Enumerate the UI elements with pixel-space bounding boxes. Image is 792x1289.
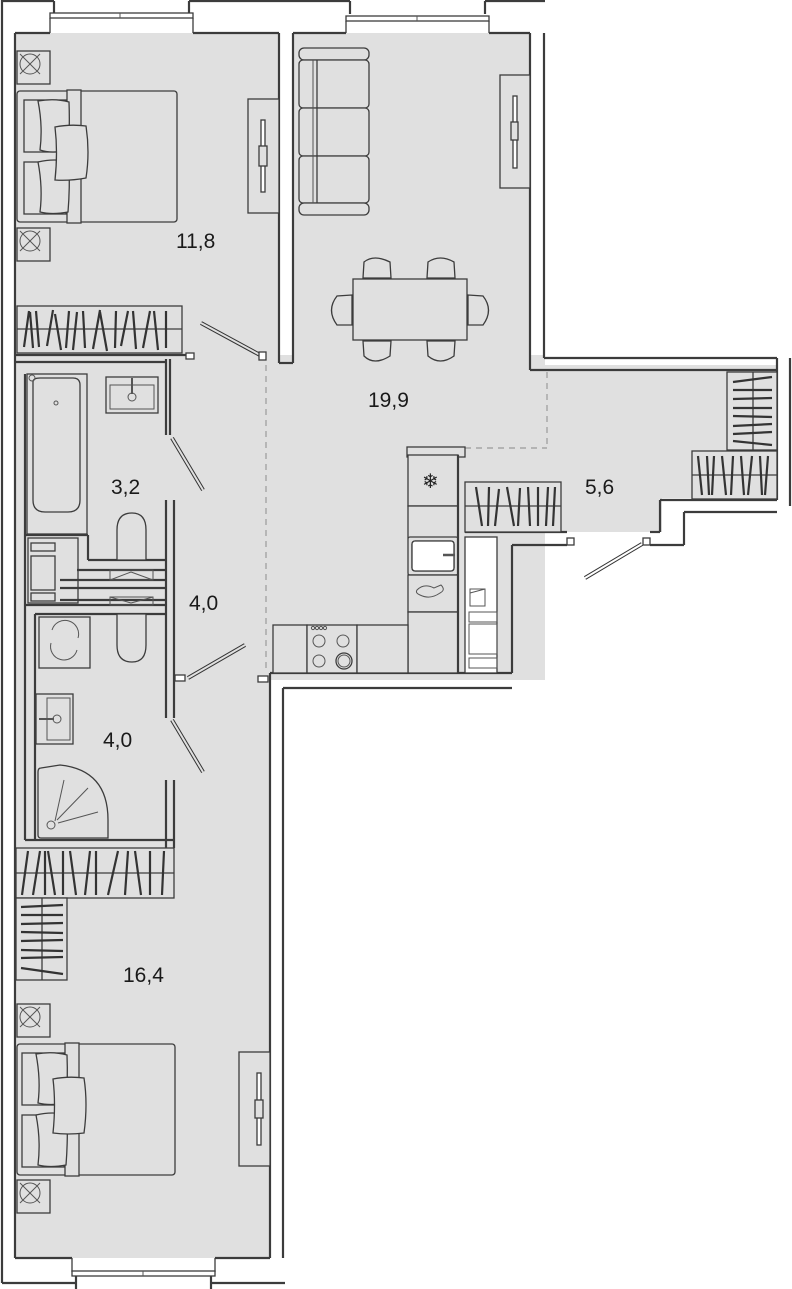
toilet-icon bbox=[109, 512, 154, 581]
living-furniture bbox=[298, 47, 531, 362]
chair-icon bbox=[330, 294, 353, 326]
toilet-icon bbox=[109, 596, 154, 663]
ventilation-icon bbox=[16, 1003, 51, 1038]
chair-icon bbox=[362, 340, 392, 362]
tv-cabinet-icon bbox=[499, 74, 531, 189]
bathroom-1-fixtures bbox=[26, 373, 159, 581]
window-living bbox=[345, 1, 490, 33]
double-bed-icon bbox=[16, 89, 178, 224]
bedroom-2-furniture bbox=[15, 847, 271, 1214]
window-bedroom-1 bbox=[49, 1, 194, 33]
washing-machine-icon bbox=[38, 616, 91, 669]
tv-cabinet-icon bbox=[247, 98, 280, 214]
room-area-hallway: 4,0 bbox=[189, 592, 219, 615]
wardrobe-icon bbox=[15, 897, 68, 981]
sofa-icon bbox=[298, 47, 370, 216]
cooktop-icon bbox=[310, 625, 353, 670]
chair-icon bbox=[426, 340, 456, 362]
room-area-loggia: 5,6 bbox=[585, 476, 615, 499]
chair-icon bbox=[426, 257, 456, 279]
room-area-bedroom-1: 11,8 bbox=[176, 230, 216, 253]
sink-icon bbox=[35, 693, 74, 745]
ventilation-icon bbox=[16, 50, 51, 85]
sink-icon bbox=[105, 376, 159, 414]
bathtub-icon bbox=[26, 373, 88, 535]
ventilation-icon bbox=[16, 227, 51, 262]
window-bedroom-2 bbox=[71, 1258, 216, 1289]
room-area-bathroom-1: 3,2 bbox=[111, 476, 141, 499]
shower-icon bbox=[37, 764, 109, 839]
chair-icon bbox=[362, 257, 392, 279]
fridge-icon: ❄ bbox=[422, 471, 439, 493]
wardrobe-icon bbox=[16, 305, 183, 354]
bedroom-1-furniture bbox=[16, 50, 280, 354]
room-area-bedroom-2: 16,4 bbox=[123, 964, 164, 987]
bathroom-2-fixtures bbox=[35, 596, 154, 839]
doors bbox=[170, 321, 644, 774]
dining-table-icon bbox=[330, 257, 490, 362]
room-area-bathroom-2: 4,0 bbox=[103, 729, 133, 752]
double-bed-icon bbox=[16, 1042, 176, 1177]
ventilation-icon bbox=[16, 1179, 51, 1214]
kitchen-furniture bbox=[272, 446, 498, 674]
loggia-storage bbox=[464, 371, 778, 533]
wardrobe-icon bbox=[15, 847, 175, 899]
chair-icon bbox=[467, 294, 490, 326]
room-area-living-kitchen: 19,9 bbox=[368, 389, 409, 412]
tv-cabinet-icon bbox=[238, 1051, 271, 1167]
